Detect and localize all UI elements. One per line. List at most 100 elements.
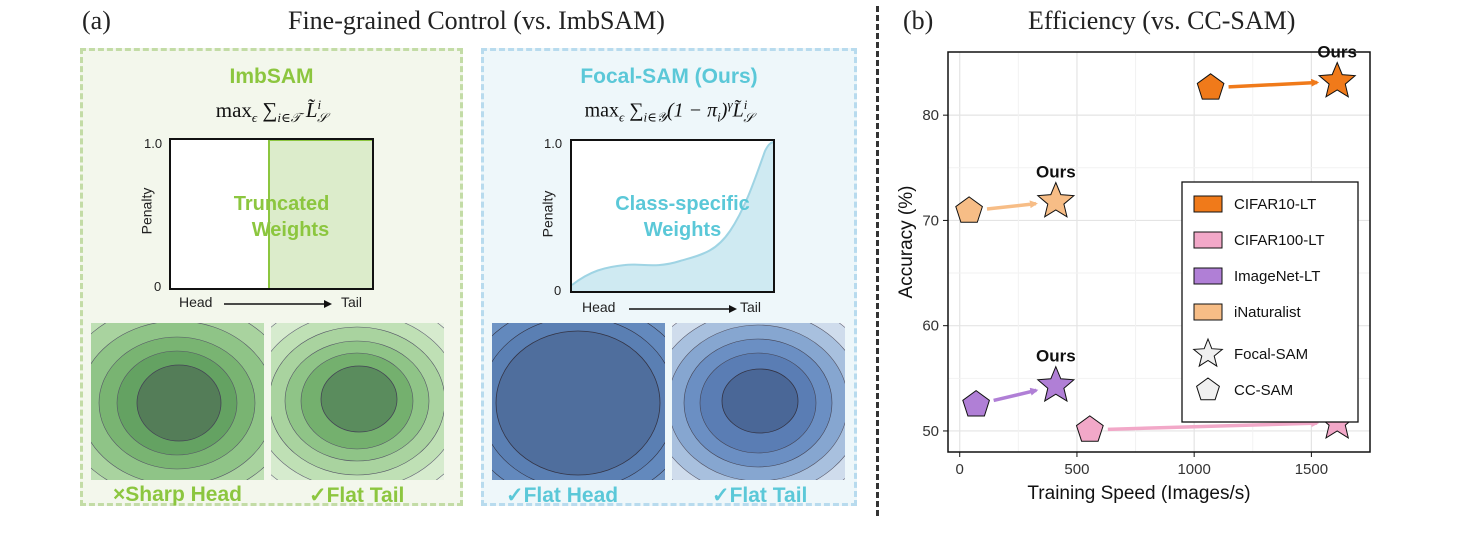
cc-sam-point bbox=[1075, 415, 1104, 442]
x-tick-label: 500 bbox=[1064, 461, 1089, 478]
focal-sam-title: Focal-SAM (Ours) bbox=[580, 65, 758, 88]
improvement-arrow bbox=[1228, 78, 1320, 89]
imbsam-y-top: 1.0 bbox=[144, 136, 163, 151]
imbsam-x-arrow bbox=[224, 300, 332, 308]
annotation-line: Truncated bbox=[233, 193, 330, 215]
annotation-line: Class-specific bbox=[615, 193, 750, 215]
improvement-arrow bbox=[993, 387, 1039, 403]
ours-label: Ours bbox=[1317, 42, 1357, 61]
imbsam-bottom-left-label: ×Sharp Head bbox=[113, 483, 242, 506]
imbsam-panel: ImbSAM maxϵ ∑i∈𝒯 L̃i𝒮 1.0 0 Penalty Trun… bbox=[80, 48, 463, 507]
panel-divider bbox=[876, 6, 879, 516]
cc-sam-point bbox=[955, 196, 983, 223]
x-tick-label: 1500 bbox=[1295, 461, 1328, 478]
formula-max: max bbox=[584, 99, 620, 122]
legend-label: Focal-SAM bbox=[1234, 346, 1308, 363]
formula-sub: ϵ bbox=[619, 109, 625, 125]
focal-sam-point bbox=[1317, 61, 1357, 98]
panel-a-caption: Fine-grained Control (vs. ImbSAM) bbox=[288, 6, 665, 35]
imbsam-head-landscape bbox=[91, 323, 264, 480]
formula-sub: 𝒮 bbox=[317, 110, 328, 126]
formula-mid: (1 − π bbox=[666, 99, 718, 122]
landscape-contours bbox=[492, 323, 665, 480]
focal-head-landscape bbox=[492, 323, 665, 480]
formula-sub: i∈𝒴 bbox=[643, 109, 667, 125]
landscape-contours bbox=[271, 323, 444, 480]
improvement-arrow bbox=[1107, 419, 1320, 432]
cc-sam-point bbox=[962, 389, 990, 417]
formula-sum: ∑ bbox=[262, 98, 278, 122]
focal-sam-point bbox=[1036, 181, 1076, 218]
formula-max: max bbox=[215, 98, 252, 122]
focal-x-tail: Tail bbox=[740, 299, 762, 315]
panel-a-label: (a) bbox=[82, 6, 111, 35]
imbsam-x-tail: Tail bbox=[341, 294, 363, 310]
y-tick-label: 80 bbox=[922, 107, 939, 124]
legend-star-marker bbox=[1192, 337, 1224, 368]
imbsam-tail-landscape bbox=[271, 323, 444, 480]
y-tick-label: 60 bbox=[922, 318, 939, 335]
formula-close: ) bbox=[720, 99, 728, 122]
landscape-contours bbox=[91, 323, 264, 480]
legend-swatch bbox=[1193, 303, 1223, 321]
panel-b-label: (b) bbox=[903, 6, 934, 35]
imbsam-annotation: Truncated Weights bbox=[179, 191, 384, 243]
legend-label: CIFAR10-LT bbox=[1234, 196, 1316, 213]
focal-sam-panel: Focal-SAM (Ours) maxϵ ∑i∈𝒴(1 − πi)γL̃i𝒮 … bbox=[481, 48, 857, 507]
formula-sub: i bbox=[717, 109, 721, 125]
formula-sub: ϵ bbox=[251, 110, 258, 126]
legend-swatch bbox=[1193, 195, 1223, 213]
focal-y-top: 1.0 bbox=[544, 136, 563, 151]
improvement-arrow bbox=[986, 200, 1038, 211]
legend-label: CC-SAM bbox=[1234, 382, 1293, 399]
focal-annotation: Class-specific Weights bbox=[580, 191, 785, 243]
focal-penalty-plot bbox=[570, 139, 775, 293]
legend-swatch bbox=[1193, 231, 1223, 249]
focal-sam-point bbox=[1036, 365, 1076, 403]
formula-sub: 𝒮 bbox=[743, 109, 754, 125]
x-tick-label: 0 bbox=[956, 461, 964, 478]
legend-box bbox=[1181, 181, 1359, 423]
x-tick-label: 1000 bbox=[1177, 461, 1210, 478]
formula-sup: i bbox=[317, 97, 322, 112]
formula-sum: ∑ bbox=[629, 99, 644, 122]
focal-tail-landscape bbox=[672, 323, 845, 480]
imbsam-penalty-plot bbox=[169, 138, 374, 290]
ours-label: Ours bbox=[1036, 162, 1076, 181]
formula-sub: i∈𝒯 bbox=[277, 110, 301, 126]
focal-sam-formula: maxϵ ∑i∈𝒴(1 − πi)γL̃i𝒮 bbox=[484, 97, 854, 126]
landscape-contours bbox=[672, 323, 845, 480]
focal-y-bottom: 0 bbox=[554, 283, 562, 298]
focal-x-arrow bbox=[629, 305, 737, 313]
legend-label: iNaturalist bbox=[1234, 304, 1302, 321]
focal-y-label: Penalty bbox=[539, 190, 556, 238]
ours-label: Ours bbox=[1036, 347, 1076, 366]
y-axis-label: Accuracy (%) bbox=[896, 186, 917, 299]
focal-bottom-left-label: ✓Flat Head bbox=[506, 484, 619, 507]
annotation-line: Weights bbox=[643, 219, 722, 241]
imbsam-formula: maxϵ ∑i∈𝒯 L̃i𝒮 bbox=[83, 97, 460, 126]
imbsam-bottom-right-label: ✓Flat Tail bbox=[309, 484, 405, 507]
legend-label: CIFAR100-LT bbox=[1234, 232, 1325, 249]
formula-term: L̃ bbox=[305, 98, 318, 122]
formula-sup: γ bbox=[727, 97, 733, 112]
legend-label: ImageNet-LT bbox=[1234, 268, 1320, 285]
y-tick-label: 70 bbox=[922, 212, 939, 229]
cc-sam-point bbox=[1196, 73, 1225, 100]
imbsam-y-label: Penalty bbox=[138, 187, 155, 235]
imbsam-title: ImbSAM bbox=[229, 65, 314, 88]
panel-b-caption: Efficiency (vs. CC-SAM) bbox=[1028, 6, 1296, 35]
imbsam-y-bottom: 0 bbox=[154, 279, 162, 294]
focal-x-head: Head bbox=[582, 299, 616, 315]
formula-term: L̃ bbox=[732, 99, 744, 122]
legend-pentagon-marker bbox=[1196, 377, 1220, 401]
plot-frame bbox=[947, 51, 1371, 453]
x-axis-label: Training Speed (Images/s) bbox=[1027, 483, 1250, 504]
y-tick-label: 50 bbox=[922, 423, 939, 440]
legend-swatch bbox=[1193, 267, 1223, 285]
formula-sup: i bbox=[743, 97, 748, 112]
imbsam-x-head: Head bbox=[179, 294, 213, 310]
focal-bottom-right-label: ✓Flat Tail bbox=[712, 484, 808, 507]
annotation-line: Weights bbox=[251, 219, 330, 241]
